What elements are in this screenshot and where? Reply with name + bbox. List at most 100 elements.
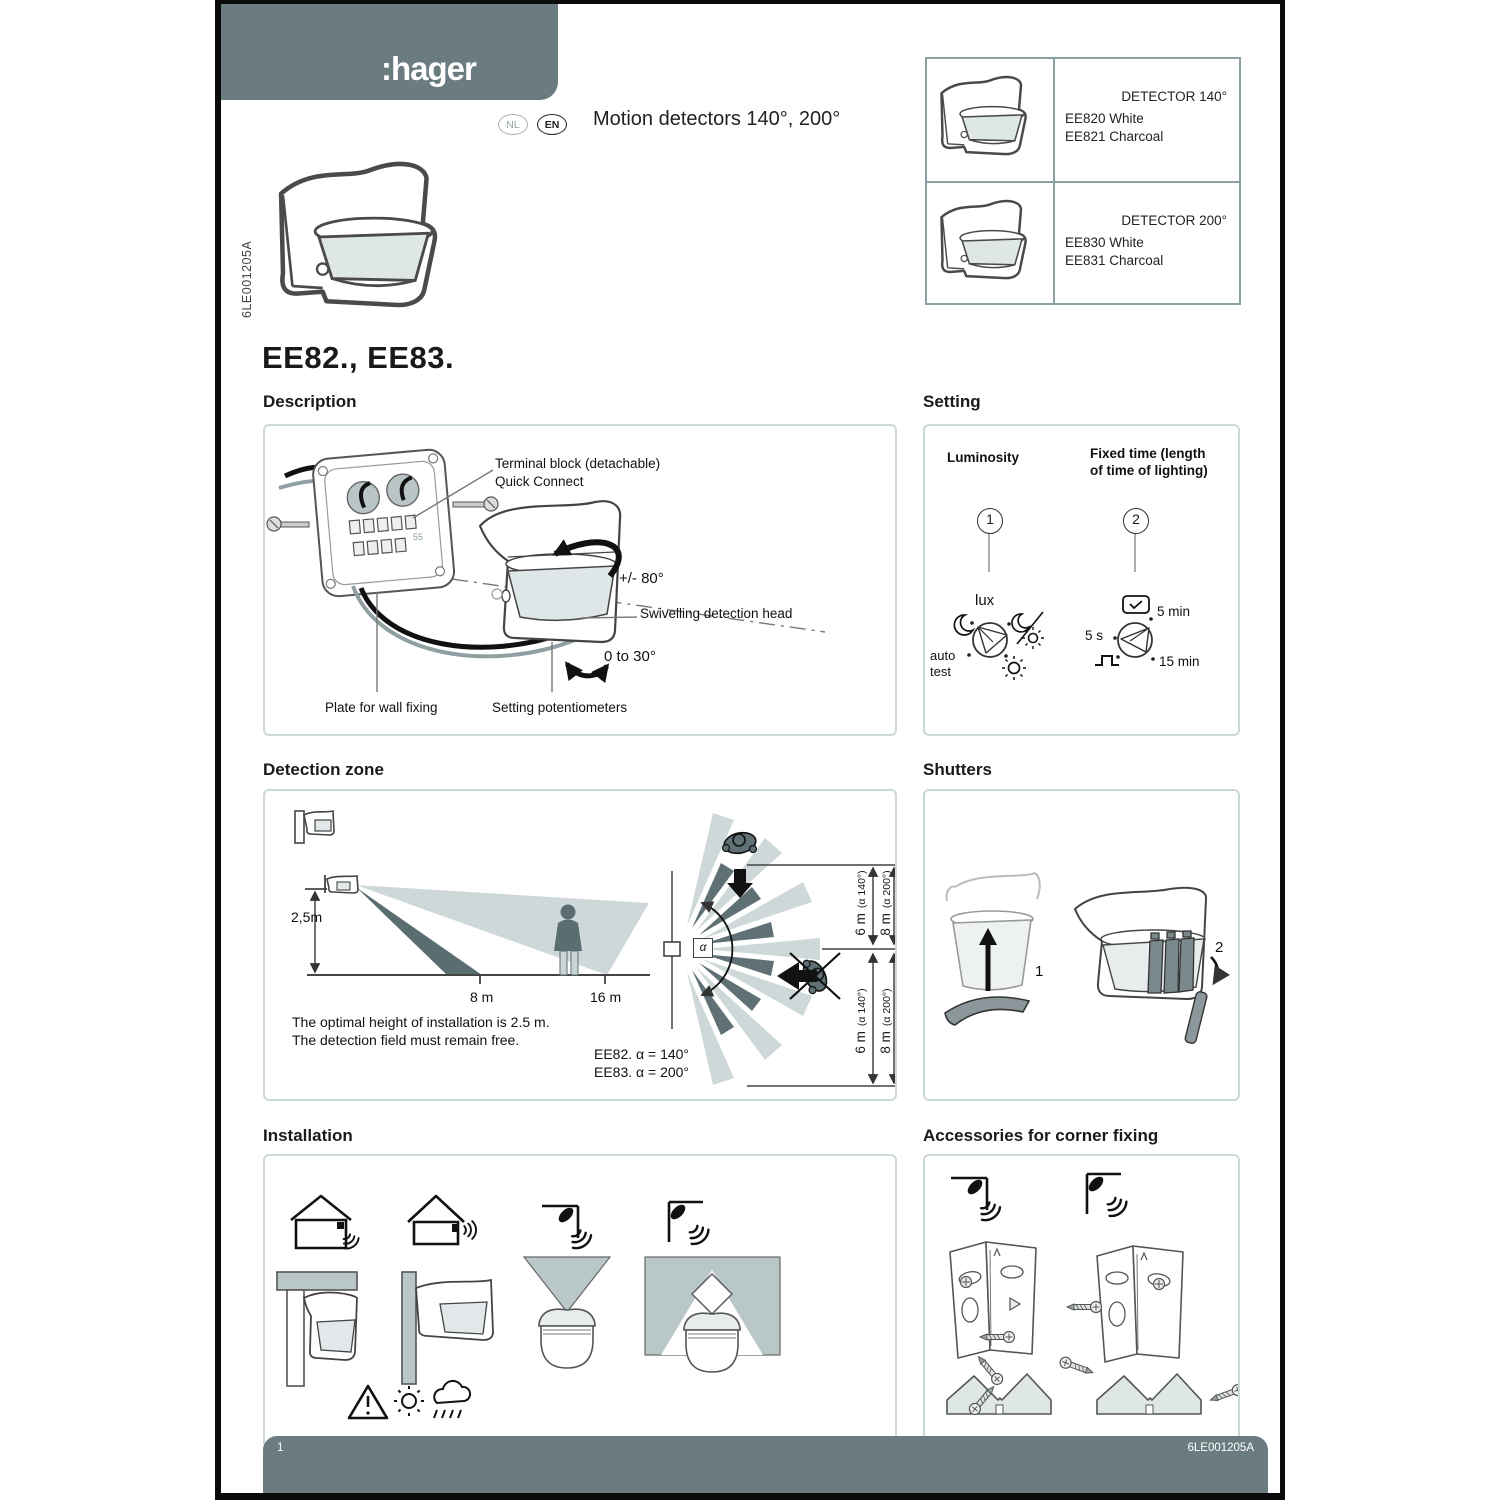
left-arrow (777, 962, 817, 990)
table-row: DETECTOR 200° EE830 White EE831 Charcoal (927, 181, 1239, 305)
dimension-top-outer: 8 m (α 200°) (878, 870, 893, 936)
sun-icon (392, 1384, 426, 1418)
height-label: 2,5m (291, 909, 323, 925)
setting-panel: Luminosity Fixed time (length of time of… (923, 424, 1240, 736)
outside-corner-icon (542, 1205, 594, 1252)
wedge-base-inside (1057, 1355, 1238, 1415)
setting-diagram (953, 532, 1155, 680)
fixed-time-title: Fixed time (length of time of lighting) (1090, 446, 1208, 478)
insert-arrow (1210, 956, 1231, 986)
tilt-arrow (564, 661, 610, 684)
wall-mount-drawing (401, 1271, 494, 1385)
fixing-screw-left (266, 516, 310, 532)
quick-connect-label: Quick Connect (495, 474, 584, 489)
overhang-mount-drawing (276, 1271, 358, 1387)
model-line: EE831 Charcoal (1065, 253, 1164, 268)
dimension-bottom-outer: 8 m (α 200°) (878, 988, 893, 1054)
brand-header-block: :hager (221, 4, 558, 100)
language-badge-en: EN (537, 114, 567, 135)
side-view-diagram (305, 875, 650, 984)
fixed-time-dial (1113, 617, 1155, 661)
leader-swivel (580, 616, 638, 619)
shutters-panel: 1 2 (923, 789, 1240, 1101)
swivel-range-label: +/- 80° (619, 570, 664, 587)
shutter-slats (1147, 930, 1195, 994)
section-heading-setting: Setting (923, 392, 981, 411)
moon-sun-icon (1011, 611, 1044, 649)
person-figure (554, 904, 582, 976)
terminal-block-label: Terminal block (detachable) (495, 456, 661, 471)
detector-140-image (927, 59, 1055, 181)
section-heading-accessories: Accessories for corner fixing (923, 1126, 1159, 1145)
distance-8m-label: 8 m (470, 989, 494, 1005)
side-reference-code: 6LE001205A (240, 240, 254, 318)
timer-icon (1122, 595, 1150, 614)
page-border-left (215, 0, 221, 1500)
detection-zone-panel: 2,5m 8 m 16 m The optimal height of inst… (263, 789, 897, 1101)
page-border-bottom (215, 1493, 1285, 1500)
detector-title: DETECTOR 200° (1121, 213, 1227, 228)
model-line: EE821 Charcoal (1065, 129, 1164, 144)
page-border-right (1280, 0, 1285, 1500)
leader-terminal (412, 469, 494, 519)
alpha-equation-ee82: EE82. α = 140° (594, 1046, 690, 1062)
swivel-arrow (552, 539, 622, 578)
time-15min-label: 15 min (1159, 654, 1200, 669)
top-view-fan (663, 813, 895, 1087)
page-border-top (215, 0, 1285, 4)
detection-head (478, 500, 622, 644)
outside-corner-icon (951, 1177, 1003, 1224)
step-1-number: 1 (1035, 963, 1044, 980)
page-number: 1 (277, 1442, 284, 1454)
language-badge-nl: NL (498, 114, 528, 135)
table-row: DETECTOR 140° EE820 White EE821 Charcoal (927, 59, 1239, 181)
description-diagram (266, 448, 826, 692)
detector-200-image (927, 183, 1055, 305)
auto-test-label: test (930, 664, 951, 679)
moon-icon (953, 614, 976, 636)
wedge-base-outside (946, 1352, 1052, 1418)
section-heading-shutters: Shutters (923, 760, 992, 779)
down-arrow (727, 869, 753, 898)
pulse-icon (1095, 655, 1119, 666)
detector-title: DETECTOR 140° (1121, 89, 1227, 104)
warning-triangle-icon (347, 1384, 389, 1420)
sun-icon (1002, 656, 1026, 680)
section-heading-description: Description (263, 392, 357, 411)
model-line: EE820 White (1065, 111, 1144, 126)
tilt-range-label: 0 to 30° (604, 648, 656, 665)
detector-with-shutter-step2 (1074, 886, 1231, 1044)
alpha-equation-ee83: EE83. α = 200° (594, 1064, 690, 1080)
swivel-head-label: Swivelling detection head (640, 606, 793, 621)
hager-logo: :hager (381, 50, 477, 87)
house-eave-icon (290, 1194, 362, 1253)
outside-corner-drawing (522, 1256, 612, 1369)
fixing-screw-right (452, 496, 499, 512)
luminosity-dial (967, 621, 1011, 658)
page-title: EE82., EE83. (262, 340, 455, 375)
section-heading-installation: Installation (263, 1126, 353, 1145)
model-line: EE830 White (1065, 235, 1144, 250)
note-line: The optimal height of installation is 2.… (292, 1014, 550, 1030)
luminosity-title: Luminosity (947, 450, 1020, 465)
description-panel: Terminal block (detachable) Quick Connec… (263, 424, 897, 736)
inside-corner-drawing (644, 1256, 781, 1373)
accessories-diagram (946, 1156, 1238, 1418)
section-heading-detection-zone: Detection zone (263, 760, 384, 779)
plate-label: Plate for wall fixing (325, 700, 438, 715)
auto-test-label: auto (930, 648, 956, 663)
loose-slat (1184, 991, 1208, 1044)
distance-16m-label: 16 m (590, 989, 622, 1005)
step-2-number: 2 (1215, 939, 1224, 956)
dimension-bottom-inner: 6 m (α 140°) (853, 988, 868, 1054)
accessories-panel (923, 1154, 1240, 1448)
corner-bracket-outside (949, 1241, 1037, 1359)
document-title: Motion detectors 140°, 200° (593, 108, 841, 130)
inside-corner-icon (668, 1202, 711, 1247)
shutter-strip (944, 996, 1031, 1026)
wall-plate (312, 448, 456, 598)
lux-label: lux (975, 592, 995, 609)
dimension-lines (747, 864, 895, 1087)
dimension-top-inner: 6 m (α 140°) (853, 870, 868, 936)
potentiometers-label: Setting potentiometers (492, 700, 628, 715)
